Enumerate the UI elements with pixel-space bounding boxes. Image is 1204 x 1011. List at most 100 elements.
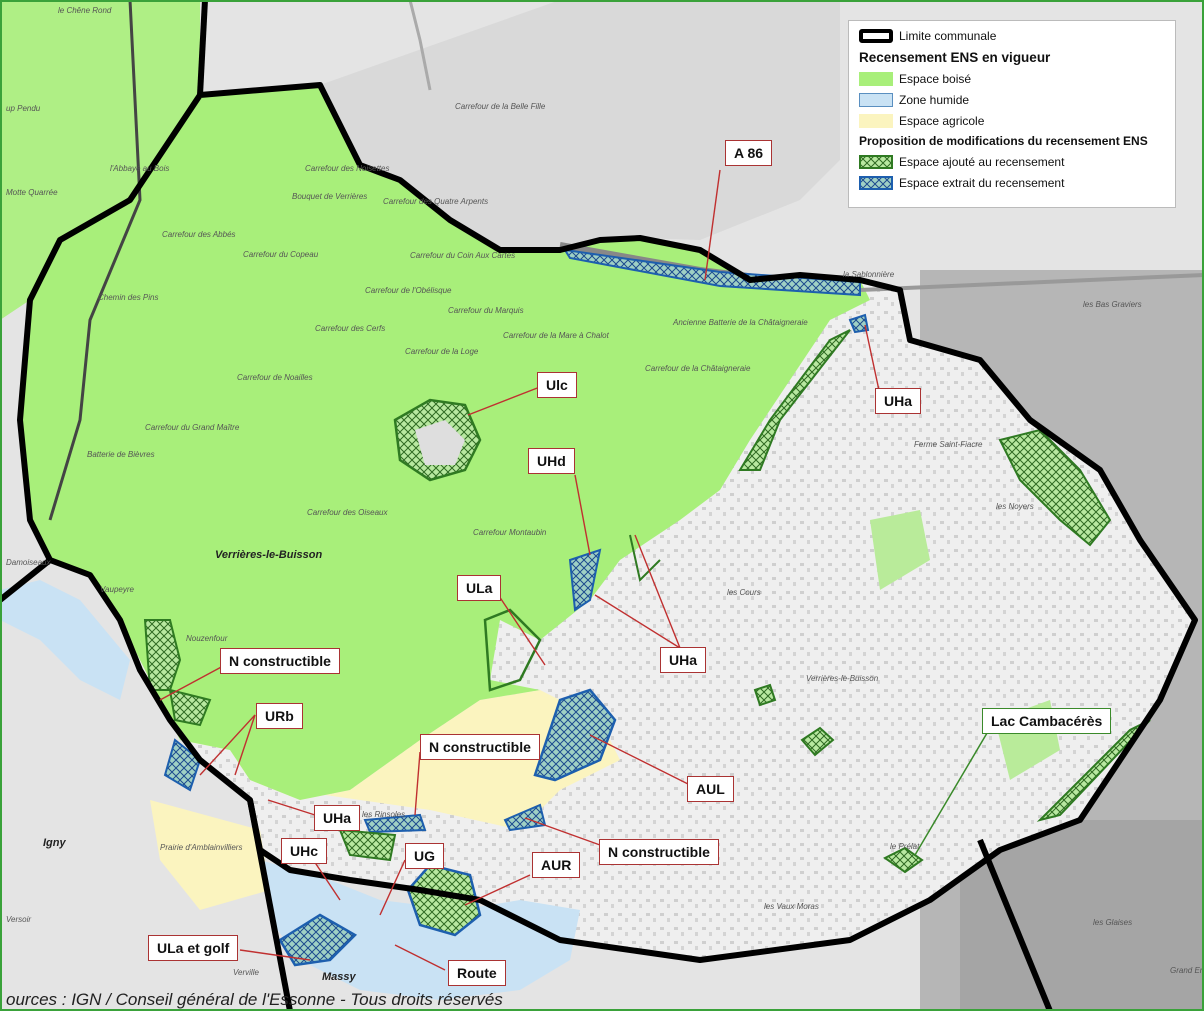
- north-urban: [320, 0, 840, 250]
- boundary-west-ext: [0, 557, 52, 603]
- extract-aul: [533, 688, 617, 782]
- place-quatre-arpents: Carrefour des Quatre Arpents: [383, 197, 489, 206]
- rail-line: [48, 0, 142, 521]
- place-grand-maitre: Carrefour du Grand Maître: [145, 423, 240, 432]
- label-ula: ULa: [457, 575, 502, 601]
- legend-humide-row: Zone humide: [859, 89, 1165, 110]
- added-ne-strip: [998, 428, 1112, 547]
- place-chataigneraie: Carrefour de la Châtaigneraie: [645, 364, 751, 373]
- added-small-2: [800, 726, 835, 757]
- added-west-2: [168, 688, 212, 727]
- place-vaux-ronce: les Vaux Moras: [764, 902, 819, 911]
- label-uha-mid: UHa: [660, 647, 707, 673]
- place-loge: Carrefour de la Loge: [405, 347, 479, 356]
- extract-a86: [563, 248, 861, 297]
- ulc-interior: [415, 420, 465, 465]
- label-urb: URb: [256, 703, 303, 729]
- town-igny: Igny: [43, 837, 66, 849]
- legend-extrait-label: Espace extrait du recensement: [899, 175, 1065, 190]
- added-uhc: [338, 828, 397, 862]
- uha-mid-outline: [629, 534, 661, 582]
- label-ula-golf: ULa et golf: [148, 935, 239, 961]
- legend-ajoute-swatch: [859, 154, 893, 169]
- place-grand-ensemble: Grand Ensemble: [1170, 966, 1204, 975]
- place-copeau: Carrefour du Copeau: [243, 250, 319, 259]
- legend-title-current: Recensement ENS en vigueur: [859, 49, 1051, 65]
- place-chene-rond: le Chêne Rond: [58, 6, 112, 15]
- extract-uha-ne: [848, 313, 870, 334]
- place-cartes: Carrefour du Coin Aux Cartes: [410, 251, 516, 260]
- boundary-sw-ext: [247, 799, 293, 1011]
- agricultural-zone: [150, 680, 620, 830]
- place-noyers: les Noyers: [996, 502, 1034, 511]
- added-east-strip: [738, 329, 851, 471]
- place-bas-graviers: les Bas Graviers: [1083, 300, 1142, 309]
- place-batterie-chat: Ancienne Batterie de la Châtaigneraie: [673, 318, 808, 327]
- legend-boise-row: Espace boisé: [859, 68, 1165, 89]
- agricultural-zone-2: [150, 800, 270, 910]
- place-prelat: le Prélat: [890, 842, 920, 851]
- legend-commune-swatch: [859, 28, 893, 43]
- place-bouquet: Bouquet de Verrières: [292, 192, 368, 201]
- label-uha-ne: UHa: [875, 388, 922, 414]
- source-credit: ources : IGN / Conseil général de l'Esso…: [6, 990, 503, 1009]
- legend-ajoute-label: Espace ajouté au recensement: [899, 154, 1065, 169]
- label-aul: AUL: [687, 776, 734, 802]
- legend-extrait-row: Espace extrait du recensement: [859, 172, 1165, 193]
- label-lac: Lac Cambacérès: [982, 708, 1112, 734]
- legend-commune-row: Limite communale: [859, 25, 1165, 46]
- legend-ajoute-row: Espace ajouté au recensement: [859, 151, 1165, 172]
- legend-agricole-swatch: [859, 113, 893, 128]
- legend-humide-swatch: [859, 92, 893, 107]
- label-uhc: UHc: [281, 838, 328, 864]
- place-noailles: Carrefour de Noailles: [237, 373, 313, 382]
- label-n-constr-s: N constructible: [420, 734, 540, 760]
- label-a86: A 86: [725, 140, 773, 166]
- place-batterie-bievres: Batterie de Bièvres: [87, 450, 155, 459]
- town-verrieres: Verrières-le-Buisson: [215, 549, 323, 561]
- place-marquis: Carrefour du Marquis: [448, 306, 524, 315]
- label-ulc: Ulc: [537, 372, 577, 398]
- legend-boise-label: Espace boisé: [899, 71, 972, 86]
- label-ug: UG: [405, 843, 444, 869]
- place-obelisque: Carrefour de l'Obélisque: [365, 286, 452, 295]
- legend-agricole-row: Espace agricole: [859, 110, 1165, 131]
- map-legend: Limite communale Recensement ENS en vigu…: [848, 20, 1176, 208]
- highway-east: [859, 273, 1204, 292]
- place-damoiseaux: Damoiseaux: [6, 558, 51, 567]
- label-n-constr-w: N constructible: [220, 648, 340, 674]
- place-versoir: Versoir: [6, 915, 32, 924]
- place-pendu: up Pendu: [6, 104, 41, 113]
- label-route: Route: [448, 960, 506, 986]
- place-pins: Chemin des Pins: [98, 293, 159, 302]
- park-1: [870, 510, 930, 590]
- place-verrieres-small: Verrières-le-Buisson: [806, 674, 879, 683]
- place-cerfs: Carrefour des Cerfs: [315, 324, 386, 333]
- legend-agricole-label: Espace agricole: [899, 113, 985, 128]
- place-abbaye: l'Abbaye au Bois: [110, 164, 170, 173]
- boundary-north-ext: [197, 0, 208, 96]
- added-small-1: [753, 683, 777, 707]
- label-uhd: UHd: [528, 448, 575, 474]
- place-cours: les Cours: [727, 588, 761, 597]
- place-belle-fille: Carrefour de la Belle Fille: [455, 102, 546, 111]
- legend-humide-label: Zone humide: [899, 92, 970, 107]
- place-oiseaux: Carrefour des Oiseaux: [307, 508, 388, 517]
- legend-commune-label: Limite communale: [899, 28, 997, 43]
- place-sablonniere: la Sablonnière: [843, 270, 895, 279]
- label-uha-sw: UHa: [314, 805, 361, 831]
- added-small-3: [883, 846, 924, 874]
- legend-boise-swatch: [859, 71, 893, 86]
- place-verville: Verville: [233, 968, 259, 977]
- forest-nw: [0, 0, 200, 320]
- extract-uha-sw: [363, 813, 427, 834]
- legend-title-proposal: Proposition de modifications du recensem…: [859, 134, 1148, 148]
- place-motte: Motte Quarrée: [6, 188, 58, 197]
- legend-extrait-swatch: [859, 175, 893, 190]
- label-n-constr-se: N constructible: [599, 839, 719, 865]
- label-aur: AUR: [532, 852, 581, 878]
- place-noisettes: Carrefour des Noisettes: [305, 164, 390, 173]
- extract-ula-golf: [278, 913, 358, 967]
- place-vaupeyre: Vaupeyre: [100, 585, 134, 594]
